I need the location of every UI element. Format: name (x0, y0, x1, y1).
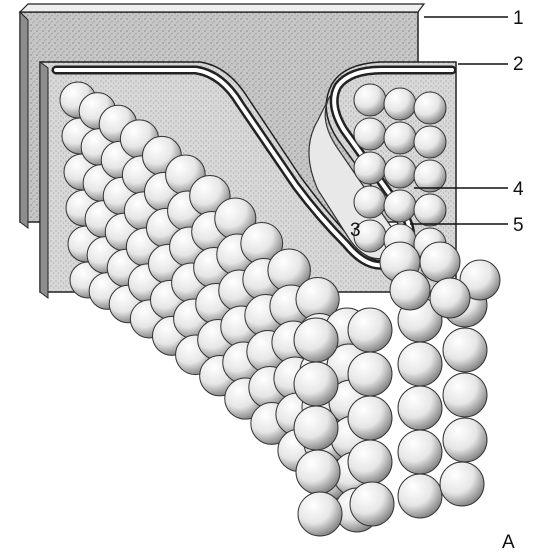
sphere (384, 88, 416, 120)
label-1: 1 (513, 8, 524, 29)
sphere (348, 396, 392, 440)
sphere (430, 278, 470, 318)
label-4: 4 (513, 179, 524, 200)
sphere (398, 342, 442, 386)
sphere (384, 122, 416, 154)
sphere (398, 430, 442, 474)
label-2: 2 (513, 54, 524, 75)
sphere (296, 450, 340, 494)
sphere (354, 84, 386, 116)
sphere (348, 308, 392, 352)
sphere (294, 362, 338, 406)
sphere (440, 462, 484, 506)
sphere (398, 386, 442, 430)
sphere (294, 318, 338, 362)
sphere (420, 242, 460, 282)
sphere (443, 418, 487, 462)
label-5: 5 (513, 215, 524, 236)
panel-label: A (502, 532, 515, 553)
sphere (354, 118, 386, 150)
sphere (348, 440, 392, 484)
sphere (414, 194, 446, 226)
sphere (384, 156, 416, 188)
sphere (414, 92, 446, 124)
sphere (384, 190, 416, 222)
sphere (354, 152, 386, 184)
sphere (390, 270, 430, 310)
sphere (398, 474, 442, 518)
sphere (414, 126, 446, 158)
label-3: 3 (350, 220, 361, 241)
sphere (443, 373, 487, 417)
sphere (348, 352, 392, 396)
sphere (350, 482, 394, 526)
sphere (294, 406, 338, 450)
sphere (298, 492, 342, 536)
sphere (354, 186, 386, 218)
sphere (443, 328, 487, 372)
